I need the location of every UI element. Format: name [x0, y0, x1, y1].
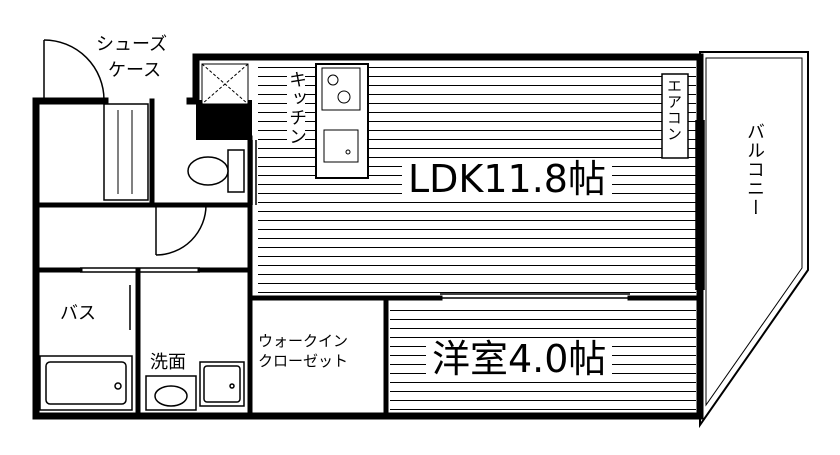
toilet [187, 149, 245, 193]
kitchen-label: キッチン [286, 70, 307, 146]
balcony-outline [699, 51, 809, 429]
shoe-case-label-line1: シューズ [96, 34, 168, 55]
bath-label: バス [60, 303, 96, 324]
door-swings [43, 39, 207, 330]
balcony-inner [705, 57, 803, 407]
washbasin [145, 375, 197, 411]
exterior-walls [32, 53, 704, 420]
kitchen-sink [323, 129, 359, 163]
western-room-label: 洋室4.0帖 [426, 340, 613, 378]
pipe-shaft [196, 100, 252, 140]
balcony-label: バルコニー [744, 122, 765, 217]
shoe-case-label-line2: ケース [108, 60, 162, 81]
bathtub [39, 355, 133, 411]
washing-machine-pan [199, 361, 245, 407]
walk-in-closet-label-line2: クローゼット [258, 352, 349, 370]
ldk-label: LDK11.8帖 [402, 160, 612, 198]
sliding-doors [80, 120, 705, 299]
air-conditioner-label: エアコン [665, 78, 683, 142]
walk-in-closet-label-line1: ウォークイン [258, 332, 349, 350]
shoe-case [103, 103, 149, 201]
washroom-label: 洗面 [150, 352, 186, 373]
stove [321, 67, 361, 111]
interior-walls [33, 98, 703, 419]
